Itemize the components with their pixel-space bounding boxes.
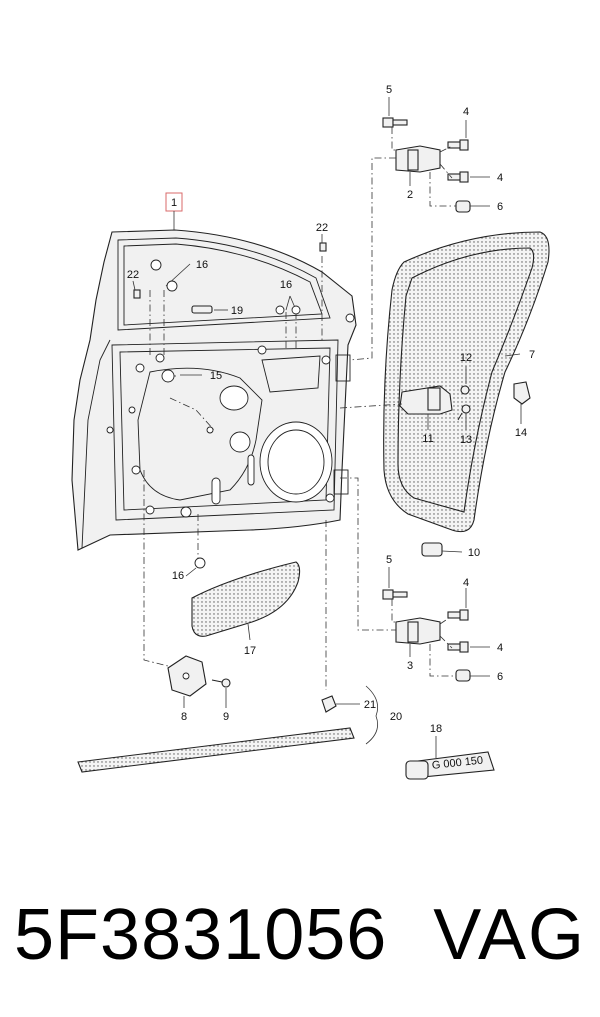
door-shell [71, 229, 357, 551]
callout-12: 12 [460, 352, 472, 364]
callout-17: 17 [244, 645, 256, 657]
upper-hinge [395, 145, 441, 173]
footer: 5F3831056 VAG [0, 880, 600, 1000]
callout-9: 9 [223, 711, 229, 723]
callout-6-a: 6 [497, 201, 503, 213]
callout-6-b: 6 [497, 671, 503, 683]
insulation-pad [191, 561, 301, 637]
callout-21: 21 [364, 699, 376, 711]
callout-22-b: 22 [316, 222, 328, 234]
callout-16-b: 16 [280, 279, 292, 291]
bolt-4-upper-b [447, 171, 469, 183]
callout-16-c: 16 [172, 570, 184, 582]
callout-5-a: 5 [386, 84, 392, 96]
sill-strip [77, 727, 355, 773]
cap-6-lower [455, 669, 471, 682]
callout-20: 20 [390, 711, 402, 723]
bolt-5-upper [382, 117, 408, 128]
door-lock [399, 385, 453, 415]
cap-6-upper [455, 200, 471, 213]
screw-13 [457, 404, 471, 421]
callout-4-b: 4 [497, 172, 503, 184]
screw-9 [211, 678, 231, 688]
bolt-4-upper-a [447, 139, 469, 151]
callout-14: 14 [515, 427, 527, 439]
callout-18: 18 [430, 723, 442, 735]
callout-4-a: 4 [463, 106, 469, 118]
callout-5-b: 5 [386, 554, 392, 566]
callout-2: 2 [407, 189, 413, 201]
callout-11: 11 [422, 433, 433, 445]
callout-8: 8 [181, 711, 187, 723]
callout-22-a: 22 [127, 269, 139, 281]
callout-13: 13 [460, 434, 472, 446]
brand-label: VAG [433, 895, 586, 975]
bolt-5-lower [382, 589, 408, 600]
bolt-4-lower-a [447, 609, 469, 621]
callout-10: 10 [468, 547, 480, 559]
striker-14 [513, 381, 531, 405]
callout-1: 1 [171, 197, 177, 209]
callout-16-a: 16 [196, 259, 208, 271]
door-exploded-diagram: G 000 150 1 2 3 4 4 4 4 5 5 6 6 7 8 9 10… [71, 84, 550, 780]
callout-4-d: 4 [497, 642, 503, 654]
clip-19 [191, 305, 213, 314]
sealant-tube: G 000 150 [405, 751, 495, 780]
cap-10 [421, 542, 443, 557]
bolt-4-lower-b [447, 641, 469, 653]
callout-15: 15 [210, 370, 222, 382]
lock-cover-8 [167, 655, 207, 697]
callout-4-c: 4 [463, 577, 469, 589]
callout-7: 7 [529, 349, 535, 361]
part-number: 5F3831056 [14, 895, 388, 975]
callout-3: 3 [407, 660, 413, 672]
screw-12 [460, 385, 470, 395]
lower-hinge [395, 617, 441, 645]
tube-label: G 000 150 [431, 755, 483, 772]
clip-21 [321, 695, 337, 713]
callout-19: 19 [231, 305, 243, 317]
